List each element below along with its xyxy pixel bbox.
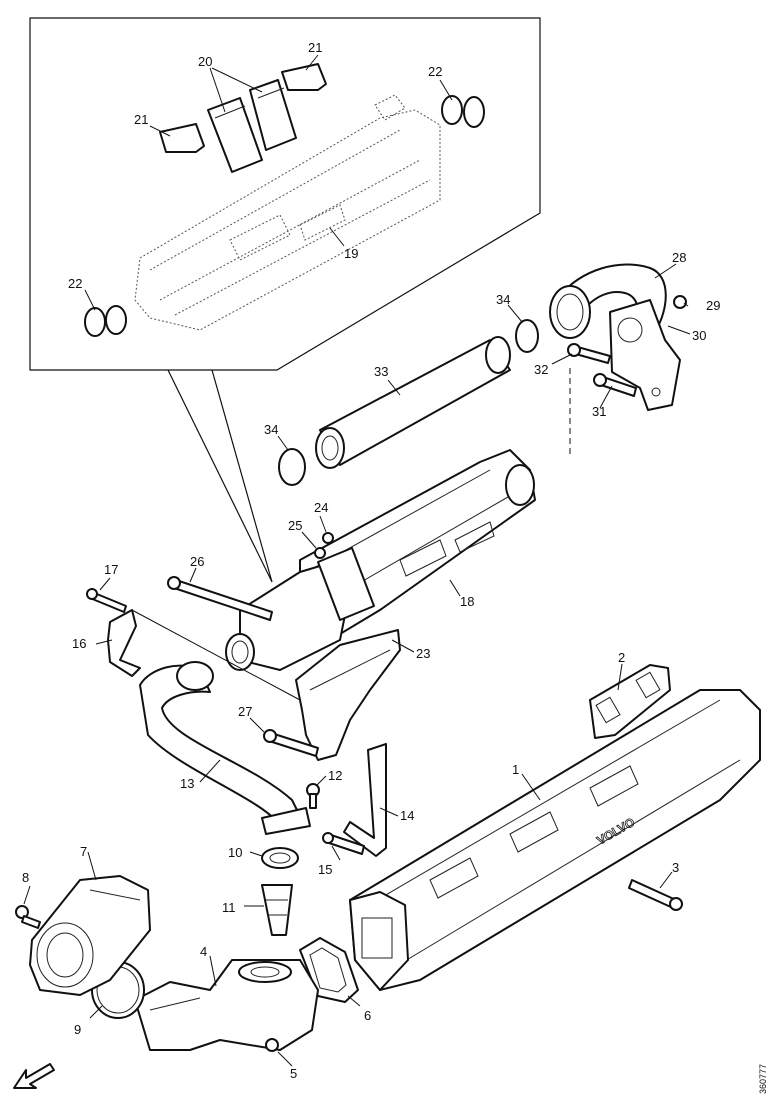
bracket-bolt-lower xyxy=(263,729,319,757)
manifold-gasket xyxy=(589,664,671,739)
clamp-bolt xyxy=(86,588,127,613)
callout-20: 20 xyxy=(198,54,212,69)
callout-18: 18 xyxy=(460,594,474,609)
callout-11: 11 xyxy=(222,900,236,915)
callout-10: 10 xyxy=(228,845,242,860)
bolt xyxy=(567,343,611,364)
callout-34-bottom: 34 xyxy=(264,422,278,437)
bracket-bolt xyxy=(593,373,637,397)
exhaust-manifold xyxy=(349,689,761,991)
callout-15: 15 xyxy=(318,862,332,877)
callout-5: 5 xyxy=(290,1066,297,1081)
rubber-pad-left xyxy=(159,123,205,153)
callout-1: 1 xyxy=(512,762,519,777)
egr-cooler-housing xyxy=(225,547,375,671)
callout-27: 27 xyxy=(238,704,252,719)
callout-23: 23 xyxy=(416,646,430,661)
sensor-cap xyxy=(322,532,334,544)
callout-8: 8 xyxy=(22,870,29,885)
manifold-bolt xyxy=(628,879,683,911)
callout-4: 4 xyxy=(200,944,207,959)
pipe-clamp xyxy=(107,609,141,677)
callout-19: 19 xyxy=(344,246,358,261)
o-ring-lower xyxy=(278,448,306,486)
egr-valve-housing xyxy=(29,875,151,996)
callout-25: 25 xyxy=(288,518,302,533)
support-strap xyxy=(343,743,387,857)
elbow-bolt xyxy=(265,1038,279,1052)
egr-pipe xyxy=(139,661,311,835)
callout-28: 28 xyxy=(672,250,686,265)
callout-30: 30 xyxy=(692,328,706,343)
rubber-pad-top xyxy=(281,63,327,91)
callout-34-top: 34 xyxy=(496,292,510,307)
arrow-down-left-icon xyxy=(13,1063,55,1089)
connecting-pipe xyxy=(315,336,511,469)
sensor-plug xyxy=(314,547,326,559)
callout-9: 9 xyxy=(74,1022,81,1037)
callout-12: 12 xyxy=(328,768,342,783)
callout-29: 29 xyxy=(706,298,720,313)
o-ring-pair-right xyxy=(441,95,485,128)
mounting-bracket xyxy=(609,299,681,411)
callout-33: 33 xyxy=(374,364,388,379)
nut xyxy=(673,295,687,309)
o-ring-pair-left xyxy=(84,305,127,337)
callout-3: 3 xyxy=(672,860,679,875)
callout-22-bottom: 22 xyxy=(68,276,82,291)
clamp-bracket-detail xyxy=(207,79,297,173)
valve-bolt xyxy=(15,905,41,929)
filter-insert xyxy=(261,884,293,936)
callout-22-top: 22 xyxy=(428,64,442,79)
detail-inset xyxy=(29,17,541,583)
pipe-gasket xyxy=(261,847,299,869)
callout-31: 31 xyxy=(592,404,606,419)
callout-13: 13 xyxy=(180,776,194,791)
callout-32: 32 xyxy=(534,362,548,377)
pipe-bolt xyxy=(306,783,320,809)
callout-labels: 1 2 3 4 5 6 7 8 9 10 11 12 13 14 15 16 1… xyxy=(22,40,720,1081)
o-ring-upper xyxy=(515,319,539,353)
callout-14: 14 xyxy=(400,808,414,823)
callout-24: 24 xyxy=(314,500,328,515)
callout-26: 26 xyxy=(190,554,204,569)
long-bolt xyxy=(167,576,273,621)
exhaust-elbow xyxy=(134,959,319,1051)
callout-17: 17 xyxy=(104,562,118,577)
leader-lines xyxy=(23,54,691,1067)
reference-code: 360777 xyxy=(758,1064,768,1094)
callout-21-left: 21 xyxy=(134,112,148,127)
egr-cooler-detail xyxy=(134,94,441,331)
callout-2: 2 xyxy=(618,650,625,665)
callout-7: 7 xyxy=(80,844,87,859)
support-bracket xyxy=(295,629,401,761)
callout-6: 6 xyxy=(364,1008,371,1023)
callout-21-top: 21 xyxy=(308,40,322,55)
callout-16: 16 xyxy=(72,636,86,651)
strap-bolt xyxy=(322,832,365,855)
